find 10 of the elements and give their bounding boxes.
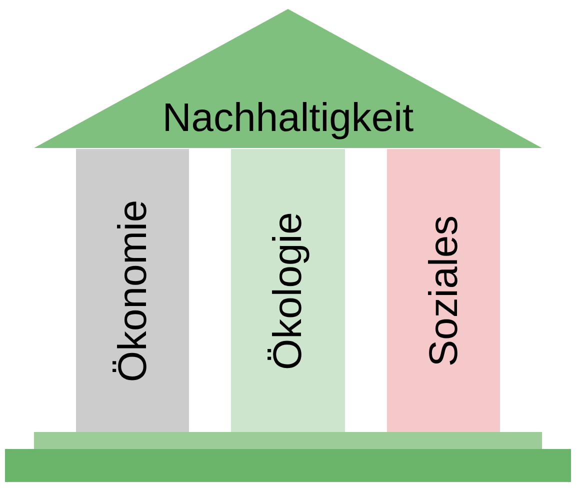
- pillar-label: Soziales: [424, 214, 464, 366]
- roof-triangle: [34, 9, 542, 149]
- base-step: [34, 432, 542, 449]
- base-slab: [5, 449, 571, 482]
- pillar: [76, 149, 189, 432]
- pillar-label: Ökonomie: [112, 199, 152, 382]
- pillar-label: Ökologie: [268, 212, 308, 370]
- roof-label: Nachhaltigkeit: [162, 98, 414, 138]
- pillar: [387, 149, 500, 432]
- pillar: [231, 149, 345, 432]
